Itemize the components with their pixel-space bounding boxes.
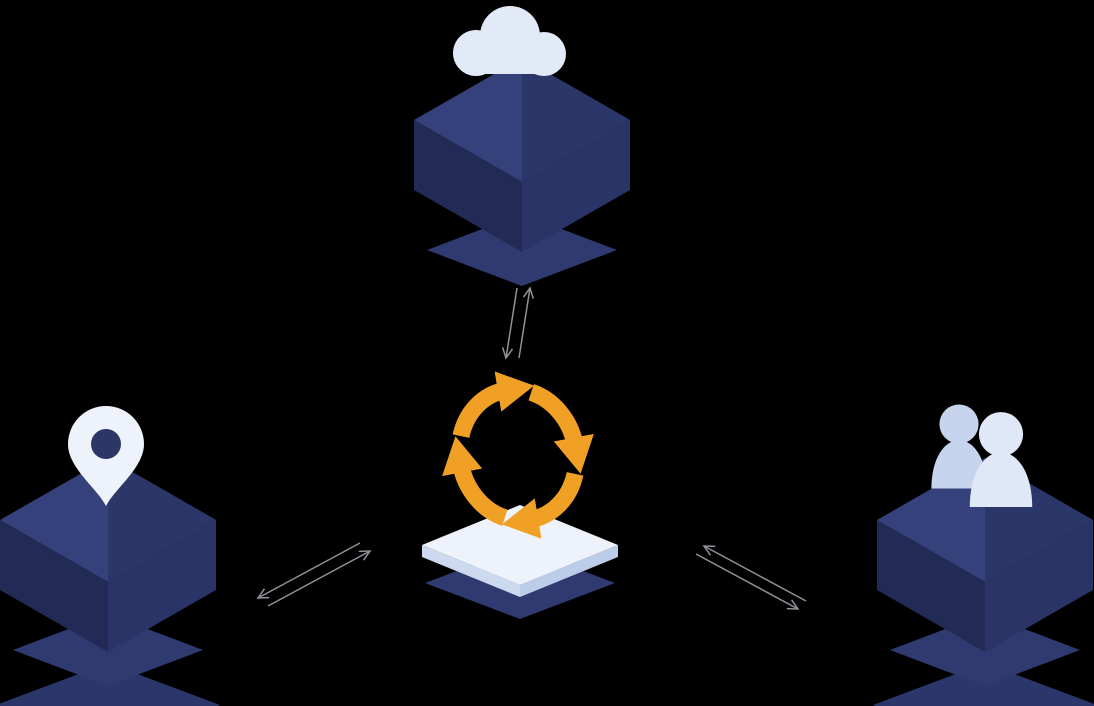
users-cube-node	[873, 404, 1094, 706]
cloud-base	[460, 46, 560, 74]
connector-line-toward-cube	[256, 542, 361, 599]
users-icon	[931, 404, 1033, 507]
user-front-head	[978, 412, 1024, 457]
connector-users-to-platform	[695, 545, 807, 610]
platform-side-left	[422, 545, 520, 597]
cloud-cube-body	[414, 58, 630, 286]
user-front-body	[969, 452, 1033, 507]
cloud-icon	[453, 6, 566, 76]
cycle-arc-top-left	[452, 371, 535, 439]
connector-cloud-to-platform	[501, 286, 535, 360]
cycle-arc-bottom-left	[442, 436, 508, 526]
user-back-silhouette	[931, 404, 987, 489]
connector-line-up	[518, 286, 535, 359]
connectors	[256, 286, 807, 610]
connector-location-to-platform	[256, 542, 372, 607]
cycle-arc-top-right	[528, 384, 594, 474]
user-back-body	[931, 440, 987, 489]
user-back-head	[939, 404, 979, 444]
user-front-silhouette	[969, 412, 1033, 507]
sync-cycle-arrows-icon	[442, 371, 594, 539]
connector-line-down	[501, 287, 518, 360]
location-cube-node	[0, 406, 220, 706]
connector-line-toward-cube	[695, 553, 800, 610]
map-pin-icon	[68, 406, 144, 506]
cycle-arc-bottom-right	[501, 471, 584, 539]
map-pin-hole	[91, 429, 121, 459]
platform-top-face	[422, 505, 618, 585]
sync-platform-node	[422, 505, 618, 619]
connector-line-toward-platform	[702, 545, 807, 602]
platform-side-right	[520, 545, 618, 597]
connector-line-toward-platform	[267, 550, 372, 607]
cloud-cube-node	[414, 6, 630, 286]
